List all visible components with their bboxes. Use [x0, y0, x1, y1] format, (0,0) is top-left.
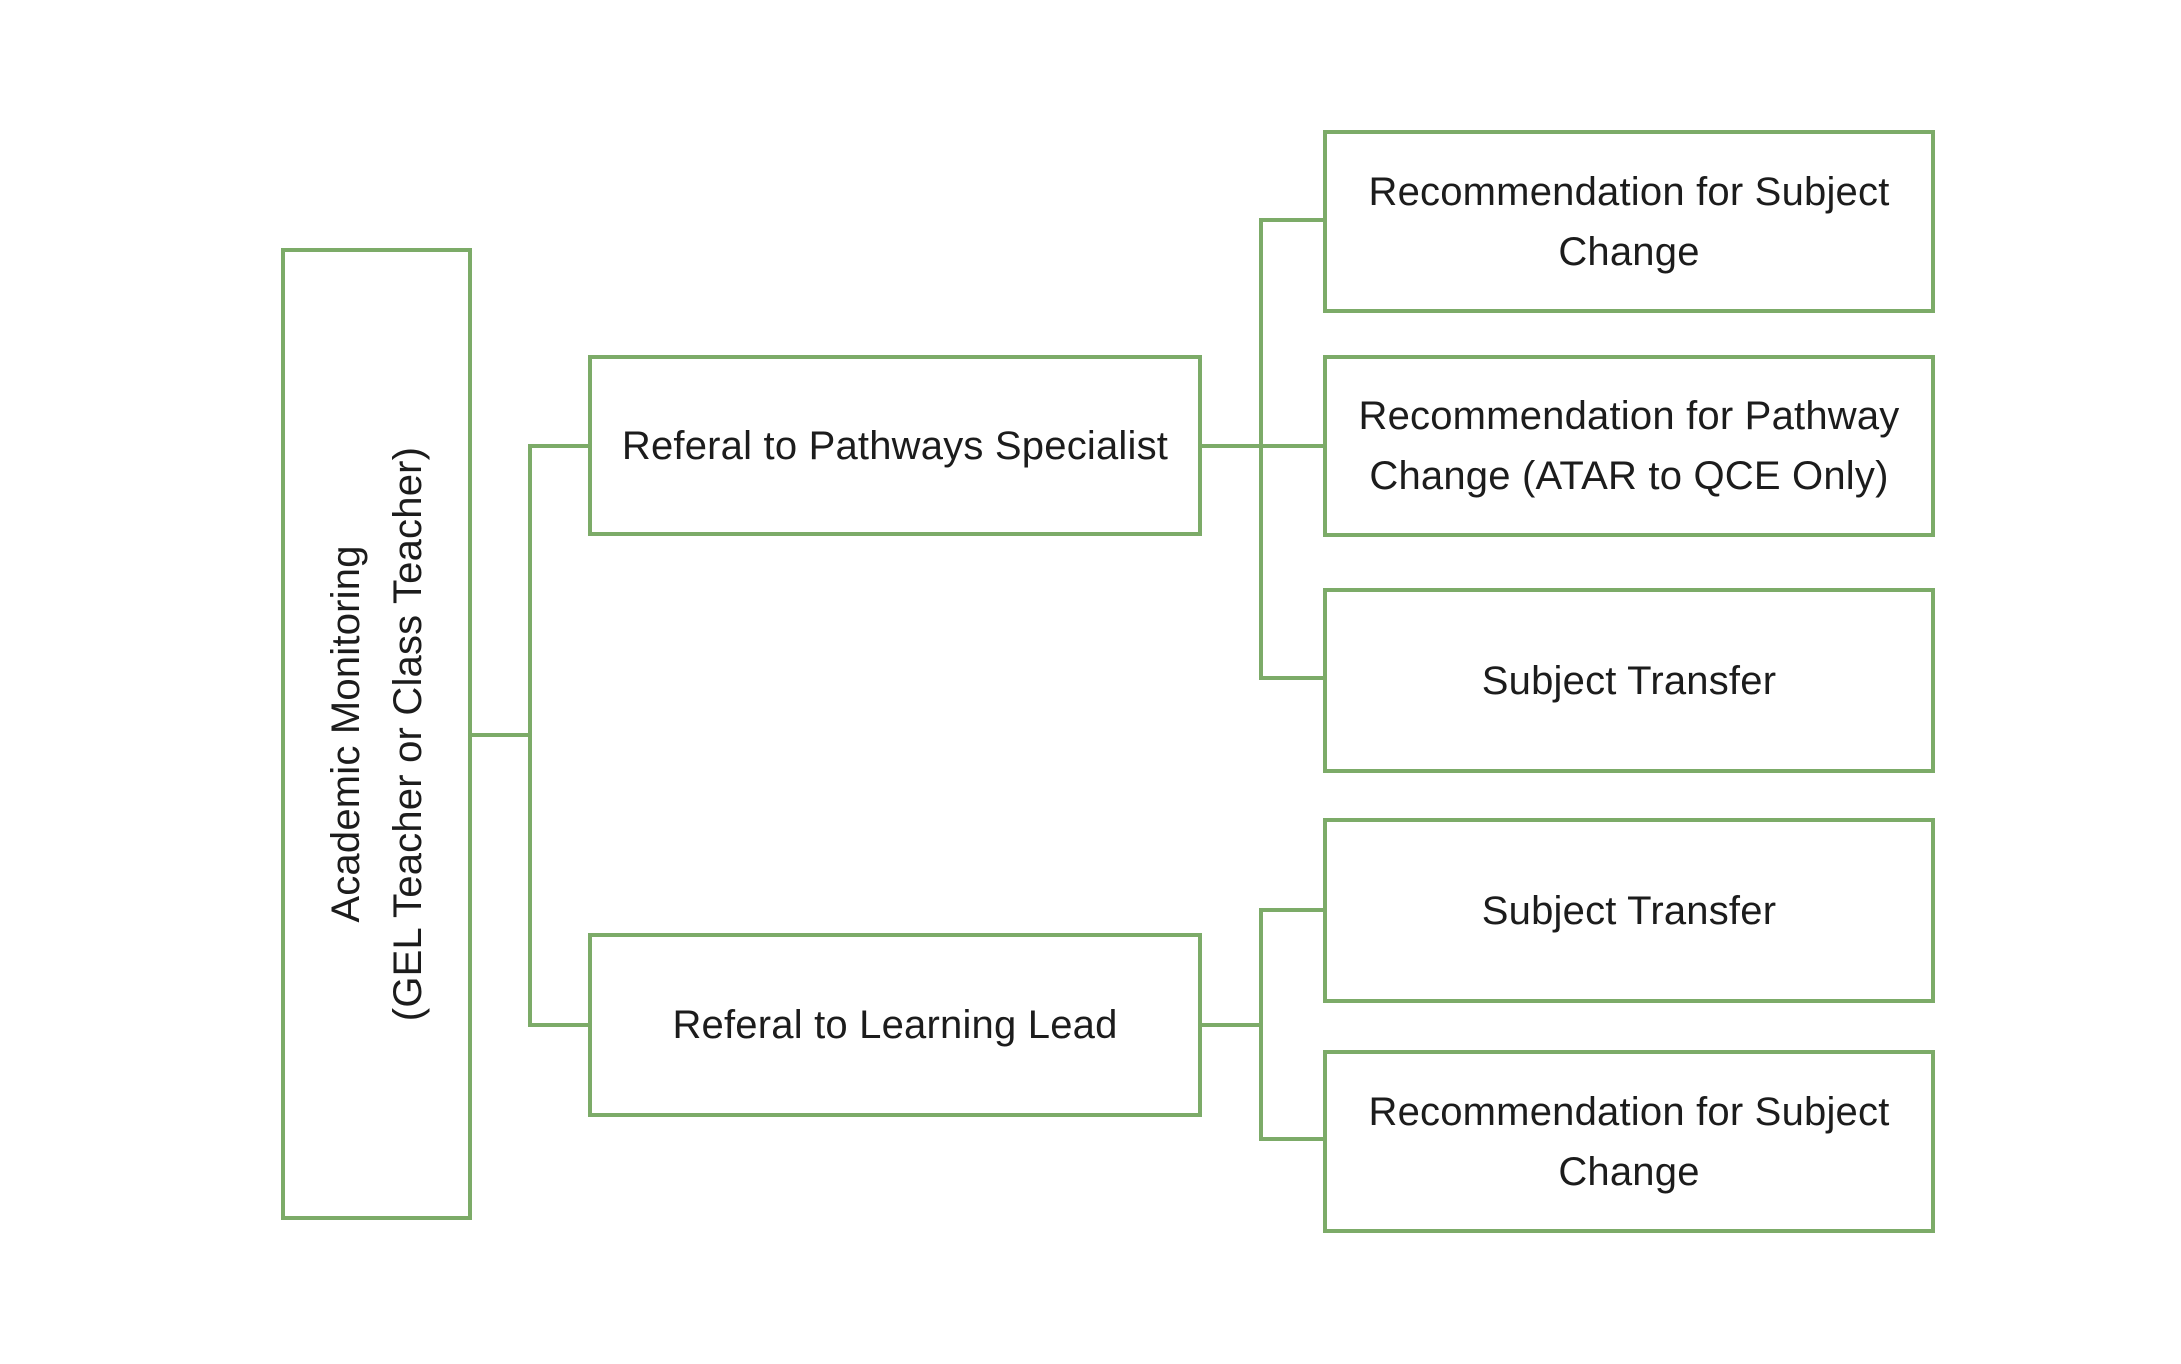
connector-root-stub — [472, 733, 530, 737]
connector-pathways-to-subject-transfer — [1259, 676, 1323, 680]
node-recommendation-subject-change-bottom-label: Recommendation for Subject Change — [1368, 1089, 1890, 1194]
node-recommendation-subject-change-top-label: Recommendation for Subject Change — [1368, 169, 1890, 274]
connector-learning-trunk — [1259, 908, 1263, 1141]
node-subject-transfer-bottom-label: Subject Transfer — [1481, 888, 1777, 933]
connector-learning-to-subject-change — [1259, 1137, 1323, 1141]
node-academic-monitoring-label: Academic Monitoring (GEL Teacher or Clas… — [323, 446, 430, 1022]
node-referral-learning-lead: Referal to Learning Lead — [588, 933, 1202, 1117]
node-subject-transfer-top-label: Subject Transfer — [1481, 658, 1777, 703]
connector-pathways-trunk — [1259, 218, 1263, 680]
node-referral-pathways-specialist: Referal to Pathways Specialist — [588, 355, 1202, 536]
connector-learning-stub — [1202, 1023, 1263, 1027]
connector-root-to-pathways — [528, 444, 588, 448]
connector-root-to-learning-lead — [528, 1023, 588, 1027]
node-academic-monitoring: Academic Monitoring (GEL Teacher or Clas… — [281, 248, 472, 1220]
node-subject-transfer-top: Subject Transfer — [1323, 588, 1935, 773]
connector-learning-to-subject-transfer — [1259, 908, 1323, 912]
connector-pathways-to-subject-change — [1259, 218, 1323, 222]
node-referral-learning-lead-label: Referal to Learning Lead — [672, 1003, 1118, 1047]
node-recommendation-subject-change-bottom: Recommendation for Subject Change — [1323, 1050, 1935, 1233]
connector-root-trunk — [528, 444, 532, 1027]
node-referral-pathways-specialist-label: Referal to Pathways Specialist — [621, 423, 1169, 468]
node-recommendation-pathway-change-label: Recommendation for Pathway Change (ATAR … — [1358, 394, 1900, 498]
node-recommendation-pathway-change: Recommendation for Pathway Change (ATAR … — [1323, 355, 1935, 537]
node-recommendation-subject-change-top: Recommendation for Subject Change — [1323, 130, 1935, 313]
node-subject-transfer-bottom: Subject Transfer — [1323, 818, 1935, 1003]
